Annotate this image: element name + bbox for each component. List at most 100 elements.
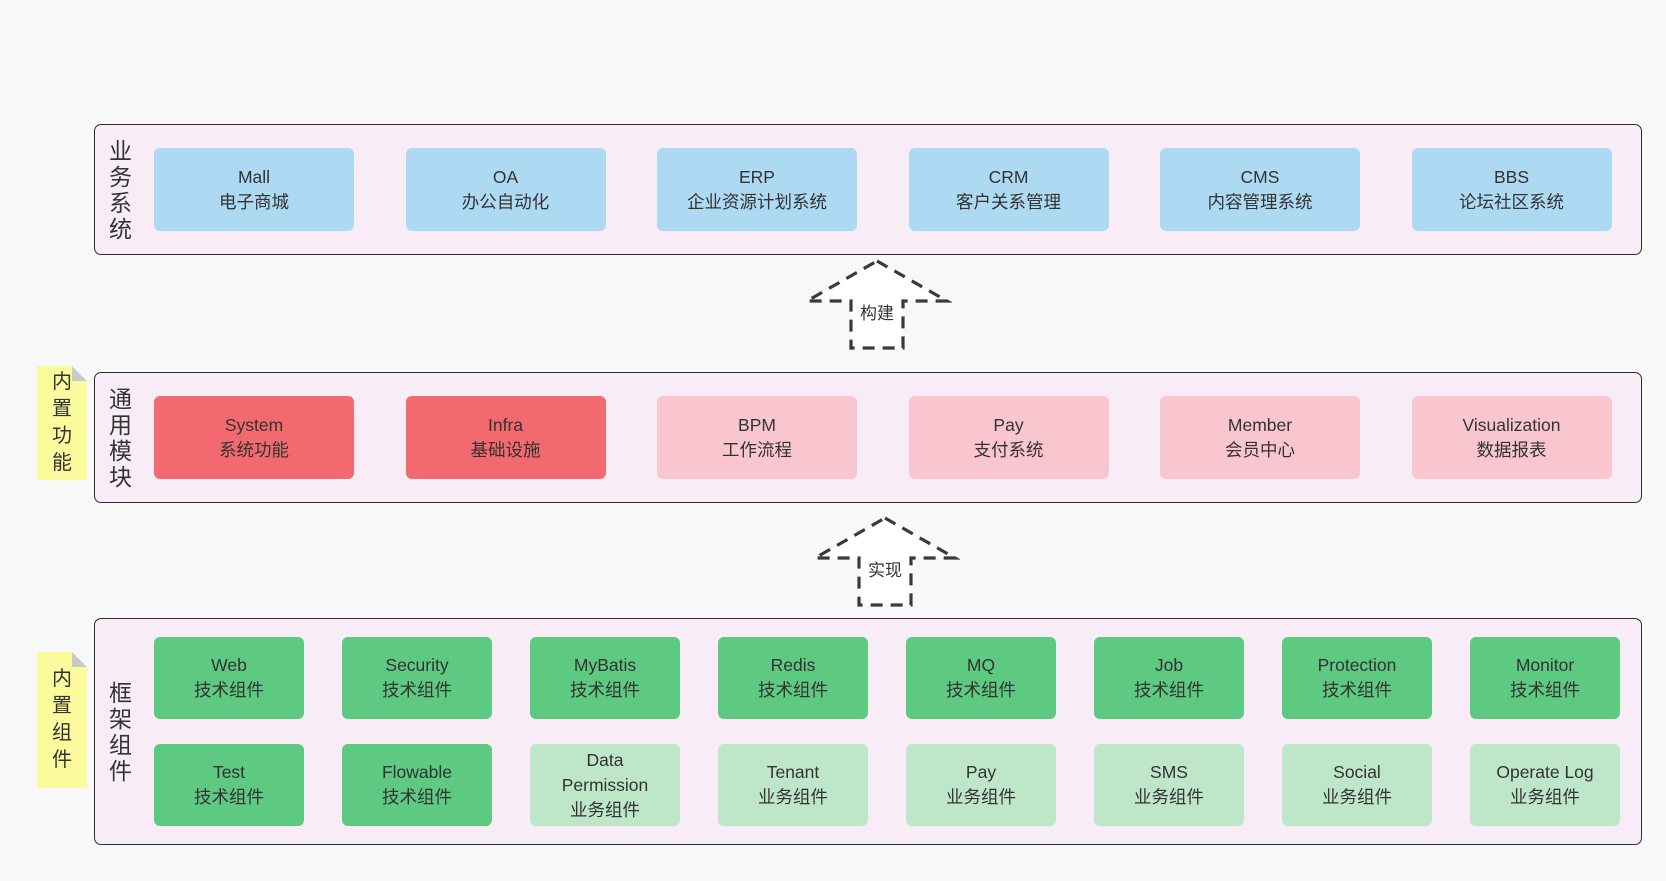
box-row: Mall 电子商城 OA 办公自动化 ERP 企业资源计划系统 CRM 客户关系管理 CMS 内容…	[154, 148, 1612, 231]
module-box-subtitle: 技术组件	[382, 680, 452, 700]
module-box-title: OA	[492, 166, 519, 187]
module-box-title: Redis	[770, 655, 816, 675]
module-box-flowable: Flowable 技术组件	[342, 744, 492, 826]
module-box-title: Member	[1227, 414, 1293, 435]
module-box-data-permission: Data Permission 业务组件	[530, 744, 680, 826]
module-box-subtitle: 会员中心	[1225, 439, 1295, 460]
module-box-subtitle: 客户关系管理	[956, 191, 1061, 212]
module-box-mall: Mall 电子商城	[154, 148, 354, 231]
module-box-title: SMS	[1150, 762, 1188, 782]
module-box-job: Job 技术组件	[1094, 637, 1244, 719]
module-box-subtitle: 技术组件	[382, 787, 452, 807]
module-box-title: Operate Log	[1496, 762, 1594, 782]
module-box-subtitle: 数据报表	[1476, 439, 1547, 460]
folded-corner-icon	[72, 366, 87, 381]
module-box-bpm: BPM 工作流程	[657, 396, 857, 479]
module-box-mybatis: MyBatis 技术组件	[530, 637, 680, 719]
implement-arrow-icon: 实现	[810, 514, 960, 609]
folded-corner-icon	[72, 652, 87, 667]
module-box-crm: CRM 客户关系管理	[908, 148, 1109, 231]
module-box-title: BBS	[1493, 166, 1530, 187]
band-label-business-systems: 业务系统	[109, 137, 132, 242]
implement-arrow-label: 实现	[865, 556, 905, 581]
module-box-subtitle: 技术组件	[1322, 680, 1392, 700]
module-box-system: System 系统功能	[154, 396, 354, 479]
module-box-subtitle: 技术组件	[1134, 680, 1204, 700]
module-box-subtitle: 业务组件	[570, 799, 640, 820]
module-box-title: Social	[1333, 762, 1381, 782]
sticky-note-text: 内置功能	[52, 371, 72, 474]
module-box-subtitle: 技术组件	[758, 680, 828, 700]
module-box-subtitle: 业务组件	[1510, 787, 1580, 807]
module-box-title: CMS	[1240, 166, 1280, 187]
module-box-title: Data Permission	[561, 749, 649, 795]
module-box-social: Social 业务组件	[1282, 744, 1432, 826]
module-box-subtitle: 技术组件	[570, 680, 640, 700]
sticky-note-text: 内置组件	[52, 668, 72, 771]
module-box-subtitle: 技术组件	[946, 680, 1016, 700]
module-box-subtitle: 基础设施	[470, 439, 541, 460]
module-box-subtitle: 企业资源计划系统	[687, 191, 827, 212]
module-box-title: Visualization	[1462, 414, 1561, 435]
module-box-mq: MQ 技术组件	[906, 637, 1056, 719]
module-box-security: Security 技术组件	[342, 637, 492, 719]
band-label-common-modules: 通用模块	[109, 385, 132, 490]
module-box-title: ERP	[739, 166, 775, 187]
module-box-subtitle: 工作流程	[722, 439, 792, 460]
module-box-subtitle: 技术组件	[194, 680, 264, 700]
module-box-title: Tenant	[766, 762, 820, 782]
module-box-title: MyBatis	[573, 655, 637, 675]
module-box-title: Web	[211, 655, 247, 675]
module-box-subtitle: 技术组件	[1510, 680, 1580, 700]
module-box-subtitle: 技术组件	[194, 787, 264, 807]
module-box-title: System	[224, 414, 284, 435]
module-box-subtitle: 办公自动化	[461, 191, 550, 212]
module-box-title: Job	[1154, 655, 1184, 675]
module-box-tenant: Tenant 业务组件	[718, 744, 868, 826]
module-box-title: Protection	[1317, 655, 1397, 675]
module-box-title: Security	[385, 655, 449, 675]
module-box-oa: OA 办公自动化	[405, 148, 606, 231]
module-box-protection: Protection 技术组件	[1282, 637, 1432, 719]
module-box-title: Flowable	[381, 762, 453, 782]
module-box-operate-log: Operate Log 业务组件	[1470, 744, 1620, 826]
sticky-note-built-in-components: 内置组件	[37, 652, 87, 788]
module-box-title: BPM	[738, 414, 776, 435]
module-box-title: CRM	[988, 166, 1029, 187]
module-box-subtitle: 业务组件	[946, 787, 1016, 807]
module-box-web: Web 技术组件	[154, 637, 304, 719]
module-box-title: Pay	[993, 414, 1024, 435]
module-box-monitor: Monitor 技术组件	[1470, 637, 1620, 719]
band-business-systems: 业务系统 Mall 电子商城 OA 办公自动化 ERP 企业资源计划系统 CRM 客户关系管理…	[94, 124, 1642, 255]
module-box-subtitle: 论坛社区系统	[1459, 191, 1564, 212]
module-box-redis: Redis 技术组件	[718, 637, 868, 719]
module-box-subtitle: 电子商城	[219, 191, 289, 212]
sticky-note-built-in-functions: 内置功能	[37, 366, 87, 480]
module-box-subtitle: 业务组件	[1322, 787, 1392, 807]
band-business-rows: Mall 电子商城 OA 办公自动化 ERP 企业资源计划系统 CRM 客户关系管理 CMS 内容…	[154, 125, 1612, 254]
module-box-title: Mall	[237, 166, 271, 187]
module-box-bbs: BBS 论坛社区系统	[1411, 148, 1612, 231]
module-box-title: Pay	[965, 762, 997, 782]
module-box-subtitle: 业务组件	[758, 787, 828, 807]
module-box-subtitle: 内容管理系统	[1207, 191, 1313, 212]
build-arrow-icon: 构建	[802, 257, 952, 352]
module-box-erp: ERP 企业资源计划系统	[657, 148, 857, 231]
module-box-title: Monitor	[1515, 655, 1575, 675]
module-box-subtitle: 系统功能	[219, 439, 289, 460]
module-box-member: Member 会员中心	[1160, 396, 1360, 479]
module-box-title: MQ	[966, 655, 996, 675]
module-box-cms: CMS 内容管理系统	[1160, 148, 1360, 231]
